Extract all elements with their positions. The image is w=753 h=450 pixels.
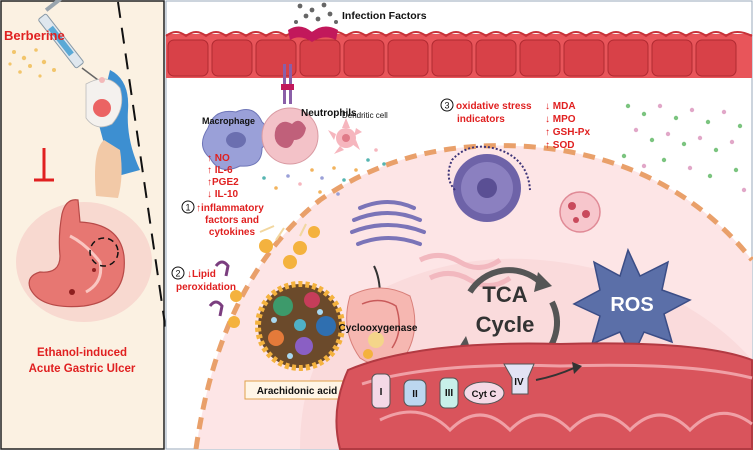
lipid-droplets	[228, 223, 320, 328]
marker-mda: ↓ MDA	[545, 101, 576, 112]
item2-number: 2	[175, 269, 180, 279]
dendritic-cell-icon	[328, 118, 362, 154]
neutrophils-label: Neutrophils	[301, 108, 357, 119]
item1-number-circle	[181, 200, 195, 214]
item3-line1: oxidative stress	[456, 101, 532, 112]
marker-il10: ↓ IL-10	[207, 189, 239, 200]
infection-factors-label: Infection Factors	[342, 10, 427, 22]
liposome-icon	[255, 281, 345, 371]
ros-label: ROS	[610, 294, 653, 316]
lipid-receptor-icon	[208, 260, 230, 317]
complex-iv-arrowhead	[572, 362, 582, 374]
item1-line2: factors and	[205, 215, 259, 226]
item1-number: 1	[185, 203, 190, 213]
complex-ii-icon	[403, 379, 427, 407]
cytc-icon	[463, 381, 505, 405]
tca-label-line1: TCA	[482, 282, 527, 307]
item2-number-circle	[171, 266, 185, 280]
complex-iii-label: III	[445, 388, 454, 399]
lysosome-icon	[559, 191, 601, 233]
oxidative-dots	[621, 103, 747, 193]
marker-mpo: ↓ MPO	[545, 114, 576, 125]
model-label-line2: Acute Gastric Ulcer	[29, 363, 136, 375]
neutrophil-icon	[261, 107, 319, 165]
complex-iv-arrow	[535, 367, 575, 381]
item1-line1: ↑inflammatory	[196, 203, 264, 214]
complex-ii-label: II	[412, 389, 418, 400]
golgi-icon	[350, 200, 426, 246]
syringe-icon	[38, 0, 99, 81]
item3-number-circle	[440, 98, 454, 112]
complex-iv-label: IV	[514, 377, 524, 388]
dendritic-label: Dendritic cell	[342, 111, 388, 120]
cyclooxygenase-icon	[346, 287, 416, 366]
item3-line2: indicators	[457, 114, 505, 125]
complex-iii-icon	[439, 377, 459, 409]
berberine-drops	[8, 48, 56, 78]
stomach-icon	[16, 199, 152, 322]
cytc-label: Cyt C	[472, 389, 497, 400]
item2-line1: ↓Lipid	[187, 269, 216, 280]
complex-i-label: I	[380, 387, 383, 398]
nucleus-icon	[447, 145, 531, 222]
infection-factors-icon	[288, 2, 338, 42]
marker-gshpx: ↑ GSH-Px	[545, 127, 590, 138]
cell-membrane	[193, 143, 753, 450]
macrophage-label: Macrophage	[202, 116, 255, 126]
complex-i-icon	[371, 373, 391, 409]
item2-line2: peroxidation	[176, 282, 236, 293]
tca-label-line2: Cycle	[476, 312, 535, 337]
epithelium-band	[165, 31, 753, 78]
marker-pge2: ↑PGE2	[207, 177, 239, 188]
item3-number: 3	[444, 101, 449, 111]
mitochondria-icon	[335, 342, 753, 450]
mouse-gavage-illustration	[85, 70, 140, 198]
marker-sod: ↑ SOD	[545, 140, 574, 151]
cytokine-dots	[262, 148, 386, 196]
arachidonic-label: Arachidonic acid	[257, 386, 338, 397]
macrophage-icon	[202, 109, 270, 171]
item1-line3: cytokines	[209, 227, 256, 238]
receptor-icon	[281, 64, 294, 104]
model-label-line1: Ethanol-induced	[37, 347, 127, 359]
marker-no: ↑ NO	[207, 153, 230, 164]
cox-label: Cyclooxygenase	[339, 323, 418, 334]
marker-il6: ↑ IL-6	[207, 165, 233, 176]
berberine-label: Berberine	[4, 28, 65, 43]
complex-iv-icon	[503, 363, 535, 395]
inhibition-icon	[34, 148, 54, 182]
